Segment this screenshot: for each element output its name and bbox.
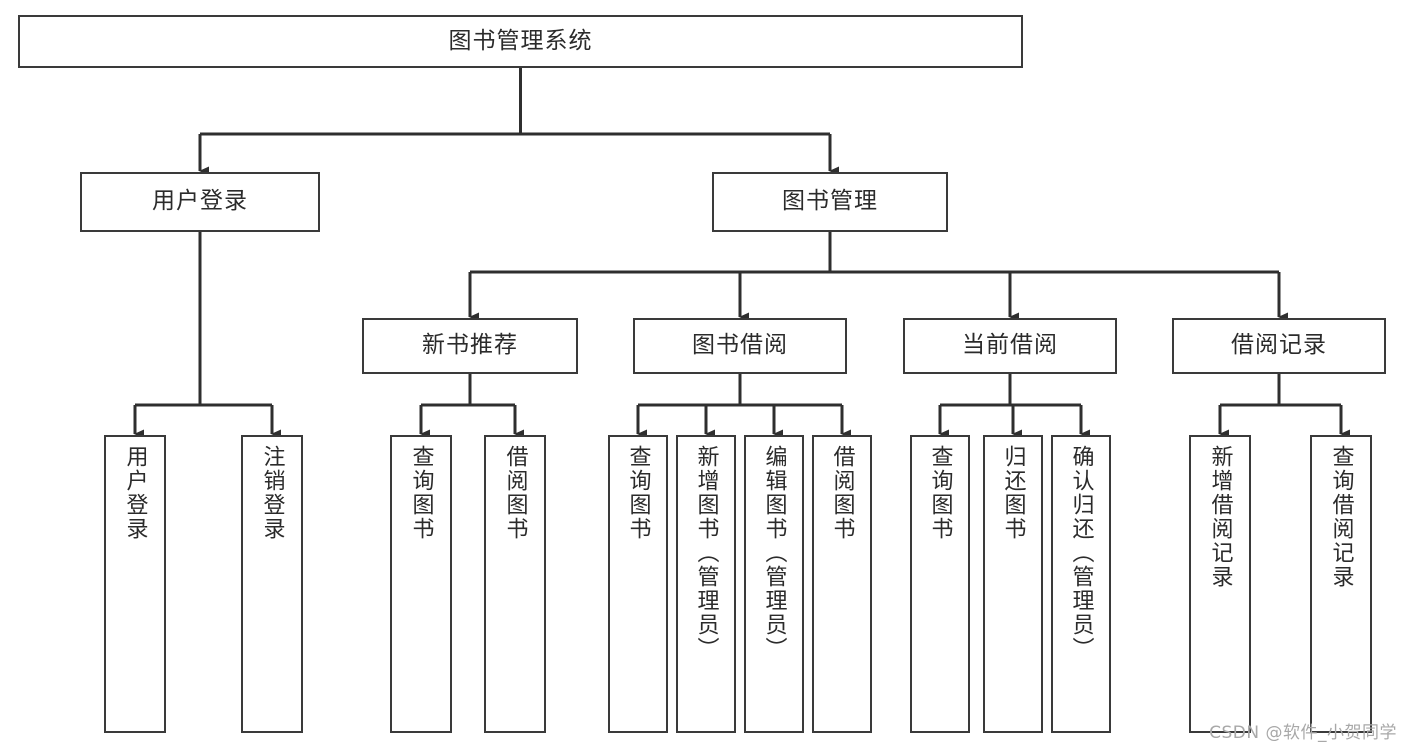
node-leaf-edit-book[interactable]: 编辑图书（管理员） (744, 435, 804, 733)
node-borrow-record[interactable]: 借阅记录 (1172, 318, 1386, 374)
node-leaf-query-book-2[interactable]: 查询图书 (608, 435, 668, 733)
node-new-book-recommend[interactable]: 新书推荐 (362, 318, 578, 374)
node-leaf-confirm-return[interactable]: 确认归还（管理员） (1051, 435, 1111, 733)
node-leaf-borrow-book-2[interactable]: 借阅图书 (812, 435, 872, 733)
node-leaf-user-login-label: 用户登录 (122, 445, 148, 541)
node-root[interactable]: 图书管理系统 (18, 15, 1023, 68)
node-user-login[interactable]: 用户登录 (80, 172, 320, 232)
node-book-manage[interactable]: 图书管理 (712, 172, 948, 232)
node-book-borrow-label: 图书借阅 (692, 332, 788, 359)
node-root-label: 图书管理系统 (448, 27, 593, 54)
node-leaf-query-record[interactable]: 查询借阅记录 (1310, 435, 1372, 733)
node-leaf-edit-book-label: 编辑图书（管理员） (761, 445, 787, 661)
node-leaf-user-login[interactable]: 用户登录 (104, 435, 166, 733)
node-leaf-logout[interactable]: 注销登录 (241, 435, 303, 733)
node-leaf-borrow-book-1[interactable]: 借阅图书 (484, 435, 546, 733)
node-leaf-add-book-label: 新增图书（管理员） (693, 445, 719, 661)
node-current-borrow-label: 当前借阅 (962, 332, 1058, 359)
node-user-login-label: 用户登录 (152, 188, 248, 215)
node-leaf-return-book[interactable]: 归还图书 (983, 435, 1043, 733)
node-leaf-add-record[interactable]: 新增借阅记录 (1189, 435, 1251, 733)
node-leaf-query-book-1-label: 查询图书 (408, 445, 434, 541)
node-borrow-record-label: 借阅记录 (1231, 332, 1327, 359)
node-leaf-add-record-label: 新增借阅记录 (1207, 445, 1233, 589)
node-leaf-query-book-3-label: 查询图书 (927, 445, 953, 541)
node-leaf-return-book-label: 归还图书 (1000, 445, 1026, 541)
node-leaf-logout-label: 注销登录 (259, 445, 285, 541)
node-leaf-confirm-return-label: 确认归还（管理员） (1068, 445, 1094, 661)
node-leaf-query-record-label: 查询借阅记录 (1328, 445, 1354, 589)
node-leaf-query-book-2-label: 查询图书 (625, 445, 651, 541)
node-book-borrow[interactable]: 图书借阅 (633, 318, 847, 374)
node-current-borrow[interactable]: 当前借阅 (903, 318, 1117, 374)
node-leaf-borrow-book-1-label: 借阅图书 (502, 445, 528, 541)
node-leaf-query-book-3[interactable]: 查询图书 (910, 435, 970, 733)
watermark: CSDN @软件_小贺同学 (1209, 723, 1397, 743)
node-leaf-query-book-1[interactable]: 查询图书 (390, 435, 452, 733)
node-leaf-add-book[interactable]: 新增图书（管理员） (676, 435, 736, 733)
node-leaf-borrow-book-2-label: 借阅图书 (829, 445, 855, 541)
node-new-book-recommend-label: 新书推荐 (422, 332, 518, 359)
node-book-manage-label: 图书管理 (782, 188, 878, 215)
